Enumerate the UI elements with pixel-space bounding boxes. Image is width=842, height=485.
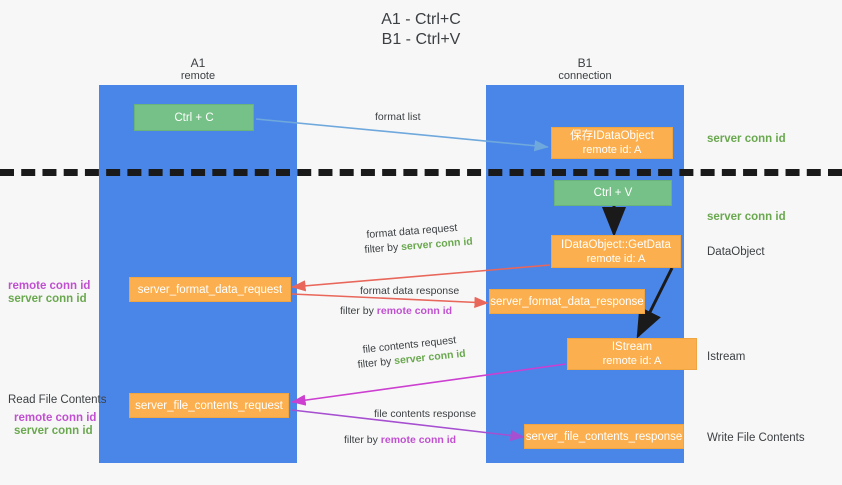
filter-prefix: filter by: [364, 241, 402, 256]
left-label-read-file-contents: Read File Contents: [8, 394, 107, 406]
lane-b1-name: B1: [577, 56, 593, 70]
node-idataobject-getdata-label: IDataObject::GetData: [561, 238, 671, 251]
right-label-write-file-contents: Write File Contents: [707, 432, 805, 444]
title-line-1: A1 - Ctrl+C: [381, 11, 461, 28]
page-title: A1 - Ctrl+C B1 - Ctrl+V: [0, 10, 842, 50]
right-label-server-conn-id-second: server conn id: [707, 211, 786, 223]
right-label-dataobject: DataObject: [707, 246, 765, 258]
node-save-idataobject-label: 保存IDataObject: [570, 130, 654, 142]
edge-label-file-contents-response: file contents response: [374, 408, 477, 420]
filter-value-remote-conn-id: remote conn id: [380, 434, 457, 446]
lane-a1-name: A1: [190, 56, 206, 70]
edge-label-format-list: format list: [375, 111, 421, 123]
node-server-file-contents-response[interactable]: server_file_contents_response: [524, 424, 684, 449]
left-label-remote-conn-id-mid: remote conn id: [8, 280, 91, 292]
right-label-server-conn-id-top: server conn id: [707, 133, 786, 145]
node-ctrl-c[interactable]: Ctrl + C: [134, 104, 254, 131]
node-ctrl-v[interactable]: Ctrl + V: [554, 180, 672, 206]
lane-a1-sub: remote: [180, 70, 216, 82]
node-idataobject-getdata[interactable]: IDataObject::GetData remote id: A: [551, 235, 681, 268]
filter-prefix: filter by: [344, 434, 381, 446]
left-label-server-conn-id-mid: server conn id: [8, 293, 87, 305]
filter-prefix: filter by: [340, 305, 377, 317]
node-server-format-data-response[interactable]: server_format_data_response: [489, 289, 645, 314]
node-idataobject-getdata-sub: remote id: A: [586, 252, 646, 265]
lane-header-a1: A1 remote: [99, 57, 297, 83]
title-line-2: B1 - Ctrl+V: [381, 31, 461, 48]
node-save-idataobject-sub: remote id: A: [582, 144, 642, 156]
node-server-format-data-response-label: server_format_data_response: [490, 295, 644, 308]
node-istream[interactable]: IStream remote id: A: [567, 338, 697, 370]
left-label-server-conn-id-bottom: server conn id: [14, 425, 93, 437]
edge-label-format-data-response: format data response: [360, 285, 460, 297]
phase-divider: [0, 169, 842, 176]
node-save-idataobject[interactable]: 保存IDataObject remote id: A: [551, 127, 673, 159]
node-server-format-data-request[interactable]: server_format_data_request: [129, 277, 291, 302]
node-ctrl-v-label: Ctrl + V: [593, 187, 633, 199]
node-server-file-contents-response-label: server_file_contents_response: [525, 430, 683, 443]
node-istream-sub: remote id: A: [602, 355, 662, 367]
right-label-istream: Istream: [707, 351, 746, 363]
edge-label-file-contents-response-filter: filter by remote conn id: [344, 434, 456, 447]
edge-label-format-data-response-filter: filter by remote conn id: [340, 305, 452, 318]
filter-prefix: filter by: [357, 355, 395, 371]
lane-header-b1: B1 connection: [486, 57, 684, 83]
filter-value-remote-conn-id: remote conn id: [376, 305, 453, 317]
node-server-file-contents-request[interactable]: server_file_contents_request: [129, 393, 289, 418]
node-istream-label: IStream: [611, 341, 653, 353]
node-ctrl-c-label: Ctrl + C: [174, 111, 214, 124]
left-label-remote-conn-id-bottom: remote conn id: [14, 412, 97, 424]
node-server-format-data-request-label: server_format_data_request: [137, 283, 283, 296]
lane-b1-sub: connection: [558, 70, 612, 82]
node-server-file-contents-request-label: server_file_contents_request: [135, 399, 283, 412]
